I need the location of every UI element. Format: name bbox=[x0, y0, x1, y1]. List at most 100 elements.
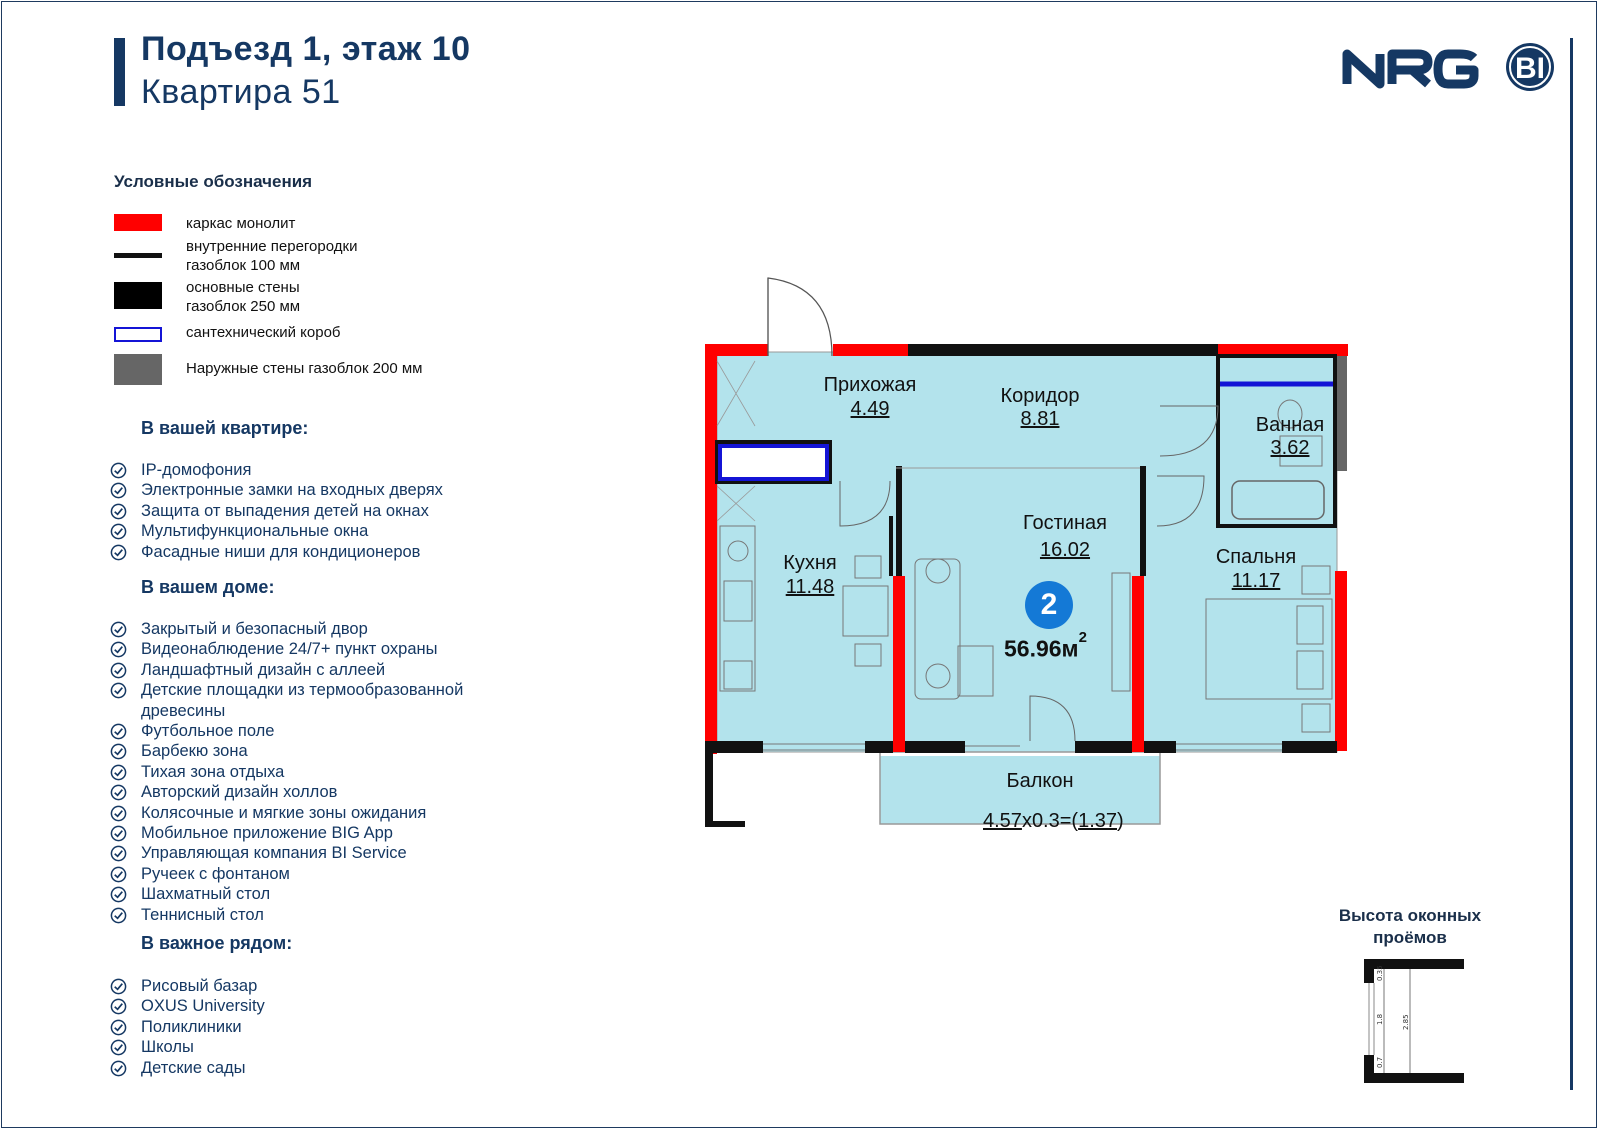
room-hallway: Прихожая bbox=[823, 374, 917, 396]
title-accent-bar bbox=[114, 38, 125, 106]
legend-label: сантехнический короб bbox=[186, 324, 341, 341]
feature-text: Мобильное приложение BIG App bbox=[141, 824, 393, 843]
room-bathroom-area: 3.62 bbox=[1270, 437, 1310, 459]
right-rule bbox=[1570, 38, 1573, 1090]
room-bedroom: Спальня bbox=[1215, 546, 1297, 568]
check-circle-icon bbox=[110, 621, 127, 638]
total-area-unit-sup: 2 bbox=[1078, 629, 1087, 646]
room-corridor: Коридор bbox=[1000, 385, 1080, 407]
feature-text: Управляющая компания BI Service bbox=[141, 844, 407, 863]
room-bathroom: Ванная bbox=[1255, 414, 1325, 436]
feature-text: Ручеек с фонтаном bbox=[141, 864, 290, 883]
check-circle-icon bbox=[110, 1019, 127, 1036]
feature-item: Управляющая компания BI Service bbox=[110, 843, 463, 863]
floor-plan bbox=[705, 277, 1348, 827]
room-corridor-area: 8.81 bbox=[1020, 408, 1060, 430]
feature-item: Защита от выпадения детей на окнах bbox=[110, 501, 443, 521]
feature-item: Закрытый и безопасный двор bbox=[110, 619, 463, 639]
nearby-title: В важное рядом: bbox=[141, 933, 293, 953]
feature-item: Авторский дизайн холлов bbox=[110, 782, 463, 802]
feature-item: Мультифункциональные окна bbox=[110, 521, 443, 541]
legend-label-sub: газоблок 250 мм bbox=[186, 298, 301, 315]
feature-text: Электронные замки на входных дверях bbox=[141, 481, 443, 500]
feature-text: Фасадные ниши для кондиционеров bbox=[141, 542, 421, 561]
feature-text: Шахматный стол bbox=[141, 885, 271, 904]
outer-wall-swatch bbox=[114, 354, 162, 385]
feature-item: Видеонаблюдение 24/7+ пункт охраны bbox=[110, 639, 463, 659]
monolith-swatch bbox=[114, 214, 162, 231]
check-circle-icon bbox=[110, 866, 127, 883]
feature-text: OXUS University bbox=[141, 997, 265, 1016]
total-area-value: 56.96м bbox=[1004, 635, 1079, 662]
feature-item: OXUS University bbox=[110, 996, 265, 1016]
legend-label: основные стены bbox=[186, 279, 300, 296]
feature-item: Электронные замки на входных дверях bbox=[110, 480, 443, 500]
wall-monolith bbox=[1218, 344, 1348, 356]
feature-text: IP-домофония bbox=[141, 461, 252, 479]
window-heights-title-line1: Высота оконных bbox=[1338, 906, 1482, 925]
check-circle-icon bbox=[110, 682, 127, 699]
entrance-floor-title: Подъезд 1, этаж 10 bbox=[141, 30, 471, 68]
balcony-close: ) bbox=[1117, 810, 1124, 832]
check-circle-icon bbox=[110, 1060, 127, 1076]
window-height-diagram: 0.35 1.8 0.7 2.85 bbox=[1364, 959, 1464, 1083]
feature-text: Колясочные и мягкие зоны ожидания bbox=[141, 803, 427, 822]
room-bedroom-area: 11.17 bbox=[1231, 570, 1281, 592]
feature-item: Школы bbox=[110, 1037, 265, 1057]
partition-swatch bbox=[114, 253, 162, 258]
feature-item: IP-домофония bbox=[110, 460, 443, 480]
check-circle-icon bbox=[110, 662, 127, 679]
room-kitchen: Кухня bbox=[783, 552, 837, 574]
feature-item: Детские сады bbox=[110, 1058, 265, 1078]
balcony-area: 4.57 bbox=[983, 810, 1022, 832]
check-circle-icon bbox=[110, 503, 127, 520]
check-circle-icon bbox=[110, 462, 127, 479]
feature-text: Теннисный стол bbox=[141, 905, 264, 924]
wall-monolith bbox=[705, 344, 768, 356]
room-living: Гостиная bbox=[1023, 512, 1107, 534]
feature-item: Теннисный стол bbox=[110, 905, 463, 925]
check-circle-icon bbox=[110, 784, 127, 801]
legend-label: внутренние перегородки bbox=[186, 238, 358, 255]
building-features-title: В вашем доме: bbox=[141, 577, 275, 597]
room-living-area: 16.02 bbox=[1039, 539, 1091, 561]
feature-item: Футбольное поле bbox=[110, 721, 463, 741]
total-area: 56.96м2 bbox=[1004, 629, 1087, 663]
dim-sill: 0.7 bbox=[1376, 1057, 1384, 1068]
check-circle-icon bbox=[110, 886, 127, 903]
feature-item: Детские площадки из термообразованной bbox=[110, 680, 463, 700]
room-hallway-area: 4.49 bbox=[850, 398, 890, 420]
feature-item: Тихая зона отдыха bbox=[110, 762, 463, 782]
feature-text: Детские сады bbox=[141, 1058, 246, 1077]
rooms-count-badge: 2 bbox=[1025, 581, 1073, 629]
apartment-features-title: В вашей квартире: bbox=[141, 418, 309, 438]
legend-label: Наружные стены газоблок 200 мм bbox=[186, 360, 423, 377]
feature-text: Мультифункциональные окна bbox=[141, 522, 369, 541]
check-circle-icon bbox=[110, 805, 127, 821]
check-circle-icon bbox=[110, 744, 127, 760]
feature-text: Поликлиники bbox=[141, 1017, 242, 1036]
balcony-result: 1.37 bbox=[1078, 810, 1118, 832]
check-circle-icon bbox=[110, 723, 127, 740]
check-circle-icon bbox=[110, 642, 127, 658]
window-heights-title-line2: проёмов bbox=[1373, 928, 1447, 947]
feature-item: Рисовый базар bbox=[110, 976, 265, 996]
balcony-area-calc: 4.57x0.3=(1.37) bbox=[983, 810, 1124, 833]
feature-text: Детские площадки из термообразованной bbox=[141, 681, 464, 700]
feature-text: Видеонаблюдение 24/7+ пункт охраны bbox=[141, 640, 438, 659]
feature-text: Рисовый базар bbox=[141, 977, 258, 995]
feature-text: Футбольное поле bbox=[141, 722, 275, 741]
nrg-bi-logo: BI bbox=[1342, 43, 1554, 91]
feature-text: Барбекю зона bbox=[141, 742, 248, 761]
feature-item: Ландшафтный дизайн с аллеей bbox=[110, 660, 463, 680]
feature-item: Поликлиники bbox=[110, 1017, 265, 1037]
check-circle-icon bbox=[110, 544, 127, 560]
feature-text: Школы bbox=[141, 1038, 194, 1057]
dim-total: 2.85 bbox=[1402, 1014, 1410, 1030]
feature-item: Мобильное приложение BIG App bbox=[110, 823, 463, 843]
feature-item: древесины bbox=[110, 701, 463, 721]
feature-text: древесины bbox=[141, 701, 226, 720]
